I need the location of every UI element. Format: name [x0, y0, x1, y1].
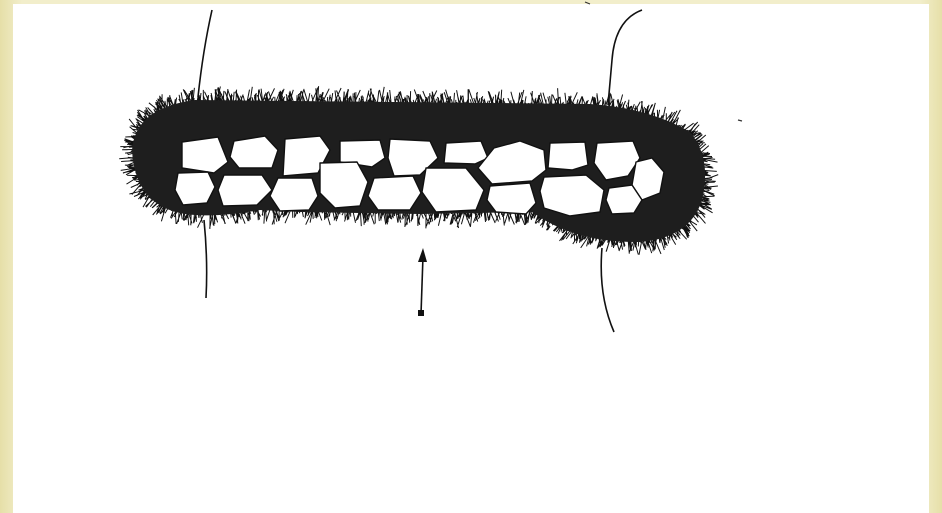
pointer-line-left-upper: [198, 10, 212, 97]
cell-13: [270, 178, 318, 211]
cell-14: [320, 162, 368, 208]
pointer-line-right-upper: [608, 10, 642, 105]
cell-8: [548, 142, 588, 170]
pointer-line-left-lower: [204, 220, 207, 298]
speck-right: [738, 120, 742, 121]
pointer-line-right-lower: [601, 248, 614, 332]
arrow-head-icon: [418, 248, 427, 262]
speck-top: [585, 2, 590, 4]
arrow-tail: [418, 310, 424, 316]
cell-11: [175, 172, 215, 205]
cell-15: [368, 176, 421, 210]
cell-6: [444, 141, 488, 164]
cell-17: [487, 183, 536, 214]
arrow-shaft: [421, 256, 423, 314]
cell-18: [540, 175, 604, 216]
